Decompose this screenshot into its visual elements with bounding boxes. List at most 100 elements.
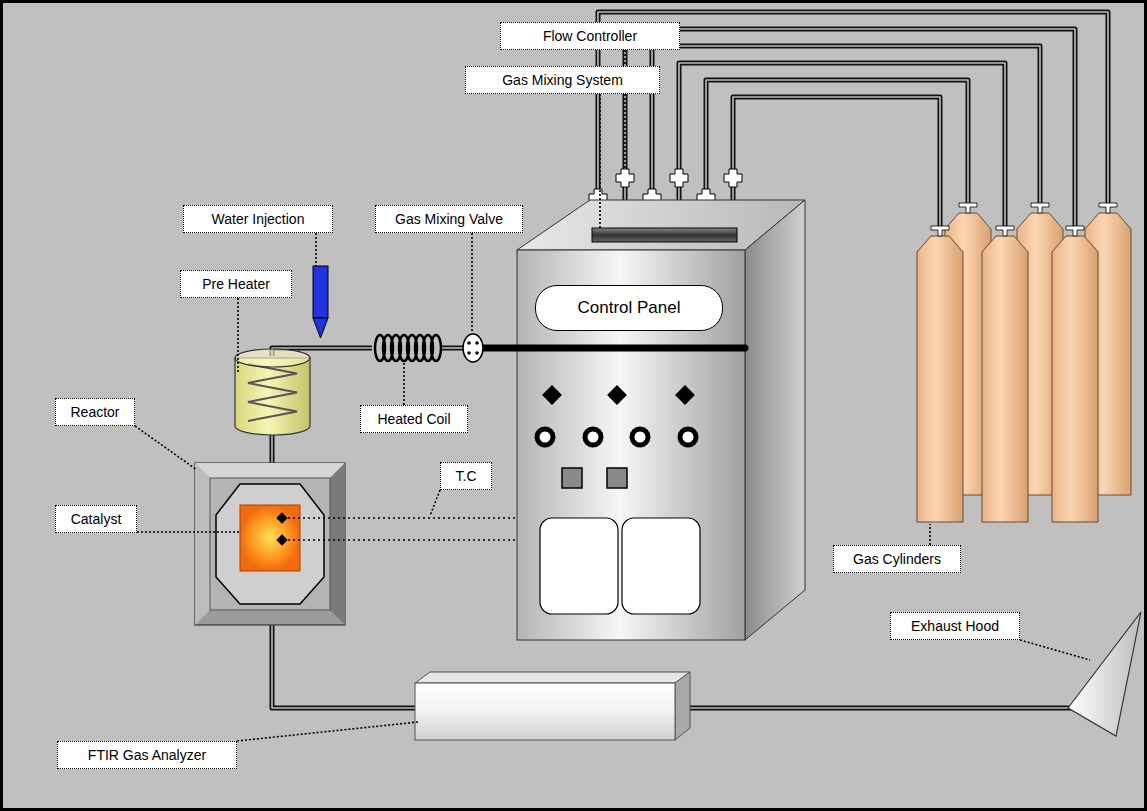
gas-cylinder: [982, 236, 1028, 522]
panel-diamond: [607, 385, 627, 405]
cylinder-valve: [959, 203, 977, 213]
cylinder-valve: [1099, 203, 1117, 213]
callout-text: Catalyst: [71, 511, 122, 528]
panel-switch: [562, 468, 582, 488]
callout-text: Heated Coil: [377, 411, 450, 428]
callout-box: Exhaust Hood: [890, 612, 1020, 640]
panel-switch: [607, 468, 627, 488]
callout-text: Water Injection: [212, 211, 305, 228]
reactor-body: [330, 463, 345, 625]
flow-controller: [616, 169, 634, 187]
control-cabinet: [517, 200, 805, 640]
reactor-body: [216, 484, 324, 604]
mixing-valve: [463, 334, 483, 362]
panel-diamond: [675, 385, 695, 405]
callout-box: Heated Coil: [360, 405, 468, 433]
process-pipe: [690, 707, 1076, 709]
callout-box: Gas Mixing System: [465, 66, 660, 94]
leader-line: [599, 94, 601, 230]
cylinder-valve: [1031, 203, 1049, 213]
panel-switch: [562, 468, 627, 488]
callout-box: T.C: [440, 462, 492, 490]
water-injector: [313, 318, 328, 338]
reactor-body: [195, 463, 345, 478]
leader-lines: [135, 50, 1090, 741]
leader-line: [471, 233, 473, 333]
ftir-analyzer: [415, 672, 690, 683]
callout-text: Gas Cylinders: [853, 551, 941, 568]
gas-cylinder: [917, 203, 1131, 522]
leader-line: [135, 426, 197, 470]
panel-knob: [537, 429, 696, 445]
callout-box: Reactor: [55, 398, 135, 426]
panel-display: [622, 518, 700, 614]
pre-heater: [235, 349, 310, 435]
panel-knob: [680, 429, 696, 445]
callout-box: FTIR Gas Analyzer: [57, 741, 237, 769]
leader-line: [237, 298, 239, 372]
exhaust-hood: [1068, 612, 1141, 736]
pre-heater: [235, 349, 310, 367]
water-injector: [313, 266, 328, 338]
heated-coil: [375, 335, 441, 361]
callout-box: Pre Heater: [180, 270, 292, 298]
gas-cylinder: [917, 236, 963, 522]
reactor-body: [195, 463, 345, 625]
water-injector: [313, 266, 328, 318]
process-pipe: [272, 625, 415, 708]
process-pipe: [270, 432, 275, 463]
panel-label: Control Panel: [535, 285, 723, 331]
thermocouple-wire: [288, 517, 516, 519]
flow-controller: [724, 169, 742, 187]
cylinder-valve: [1066, 226, 1084, 236]
mixing-valve: [475, 351, 479, 355]
heater-coil: [248, 364, 297, 421]
thermocouple-tip: [276, 512, 287, 523]
panel-diamond: [542, 385, 562, 405]
reactor-body: [210, 478, 330, 610]
cylinder-valve: [931, 226, 949, 236]
reactor-body: [195, 463, 345, 625]
leader-line: [929, 524, 931, 545]
mixing-valve: [467, 351, 471, 355]
leader-line: [1020, 640, 1090, 660]
control-cabinet: [517, 250, 745, 640]
callout-text: Gas Mixing Valve: [395, 211, 503, 228]
mixing-valve: [463, 334, 483, 362]
mixing-valve: [467, 341, 471, 345]
reactor-body: [195, 463, 210, 625]
ftir-analyzer: [675, 672, 690, 740]
cylinder-valve: [996, 226, 1014, 236]
gas-feed-bar: [484, 345, 745, 352]
callout-text: FTIR Gas Analyzer: [88, 747, 206, 764]
mixing-manifold: [592, 228, 737, 242]
callout-box: Water Injection: [183, 205, 333, 233]
process-pipe: [440, 347, 463, 349]
callout-box: Flow Controller: [500, 22, 680, 50]
callout-box: Catalyst: [55, 505, 137, 533]
callout-text: Pre Heater: [202, 276, 270, 293]
pre-heater: [235, 358, 310, 435]
coil-turn: [431, 335, 441, 361]
ftir-analyzer: [415, 683, 675, 740]
leader-line: [430, 490, 440, 516]
panel-knob: [632, 429, 648, 445]
panel-text: Control Panel: [577, 298, 680, 318]
panel-display: [540, 518, 700, 614]
panel-knob: [585, 429, 601, 445]
gas-cylinder: [1052, 236, 1098, 522]
ftir-analyzer: [415, 672, 690, 740]
process-pipe: [272, 625, 415, 708]
callout-box: Gas Cylinders: [833, 545, 961, 573]
callout-text: Flow Controller: [543, 28, 637, 45]
callout-text: Gas Mixing System: [502, 72, 623, 89]
heater-coil: [248, 364, 297, 421]
callout-text: T.C: [456, 468, 477, 485]
thermocouple-tip: [276, 534, 287, 545]
thermocouple-wire: [288, 518, 516, 540]
leader-line: [137, 531, 240, 533]
